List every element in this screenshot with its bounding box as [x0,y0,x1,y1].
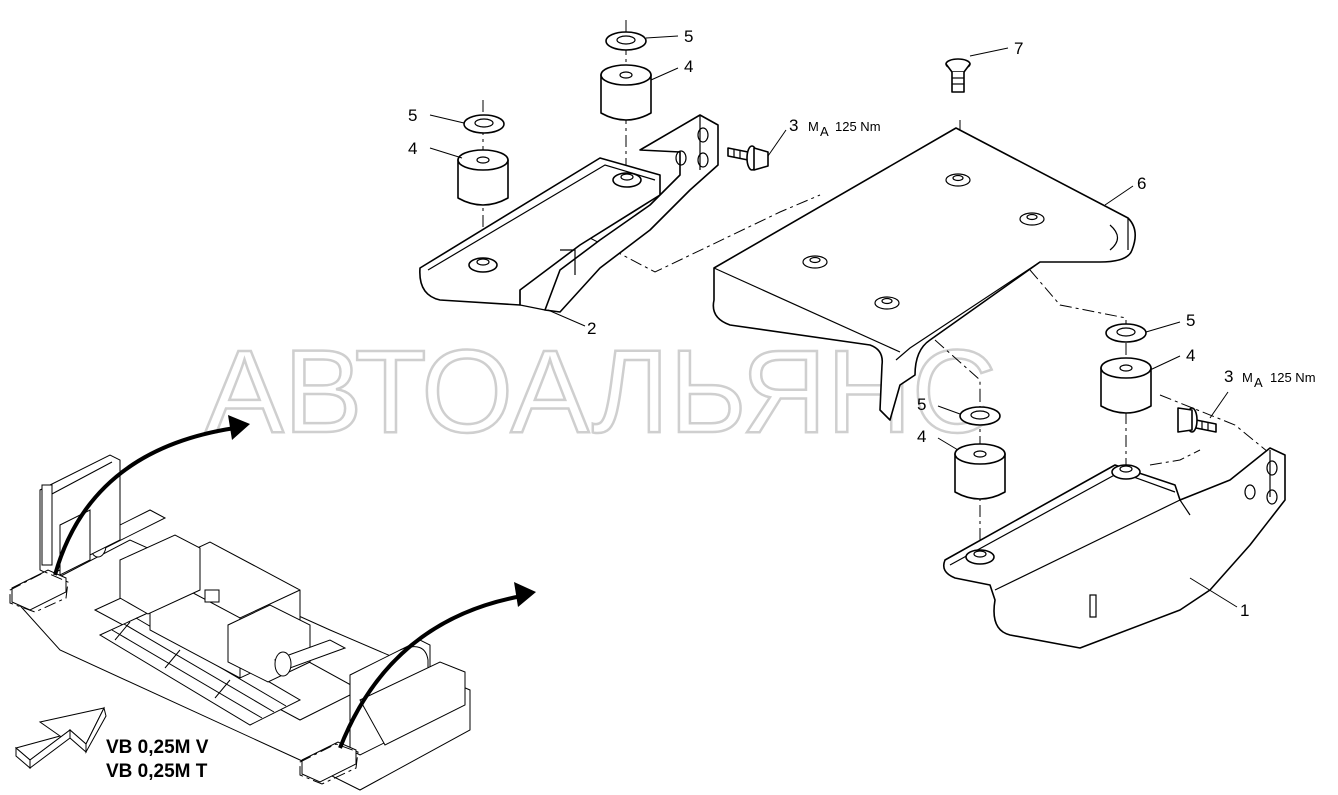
rubber-buffer-part-4-left[interactable] [457,149,509,206]
countersunk-screw-part-7[interactable] [945,58,971,93]
rubber-buffer-part-4-top[interactable] [600,64,652,121]
callout-6: 6 [1137,174,1146,193]
callout-4-left: 4 [408,139,417,158]
bolt-part-3-upper[interactable] [727,145,769,171]
washer-part-5-left[interactable] [463,114,505,134]
foot-plate-left [9,569,69,613]
foot-plate-right [299,741,359,785]
bracket-part-2[interactable] [419,114,719,313]
model-label-v: VB 0,25M V [106,737,209,758]
callout-4-lower: 4 [917,427,926,446]
svg-text:125 Nm: 125 Nm [835,119,881,134]
callout-5-right: 5 [1186,311,1195,330]
svg-text:M: M [1242,370,1253,385]
svg-text:A: A [820,124,829,139]
callout-4-right: 4 [1186,346,1195,365]
svg-text:3: 3 [789,116,798,135]
callout-5-lower: 5 [917,395,926,414]
torque-callout-lower: 3 M A 125 Nm [1224,367,1316,390]
svg-text:125 Nm: 125 Nm [1270,370,1316,385]
torque-callout-upper: 3 M A 125 Nm [789,116,881,139]
svg-text:A: A [1254,375,1263,390]
washer-part-5-right[interactable] [1105,323,1147,343]
arrow-left-location [53,415,250,576]
svg-text:M: M [808,119,819,134]
washer-part-5-top[interactable] [605,31,647,51]
callout-5-top: 5 [684,27,693,46]
callout-5-left: 5 [408,106,417,125]
rubber-buffer-part-4-lower[interactable] [954,443,1006,500]
travel-direction-arrow [14,706,107,770]
svg-text:3: 3 [1224,367,1233,386]
leader-lines [429,35,1238,608]
callout-4-top: 4 [684,57,693,76]
model-label-t: VB 0,25M T [106,761,208,782]
mounting-plate-part-6[interactable] [712,127,1136,421]
bolt-part-3-lower[interactable] [1177,407,1217,433]
callout-2: 2 [587,319,596,338]
watermark-text: АВТОАЛЬЯНС [205,326,997,458]
rubber-buffer-part-4-right[interactable] [1100,357,1152,414]
arrow-right-location [338,582,536,749]
callout-7: 7 [1014,39,1023,58]
bracket-part-1[interactable] [942,447,1286,649]
callout-1: 1 [1240,601,1249,620]
machine-overview-thumbnail [9,454,471,791]
grating [98,611,302,726]
washer-part-5-lower[interactable] [959,406,1001,426]
